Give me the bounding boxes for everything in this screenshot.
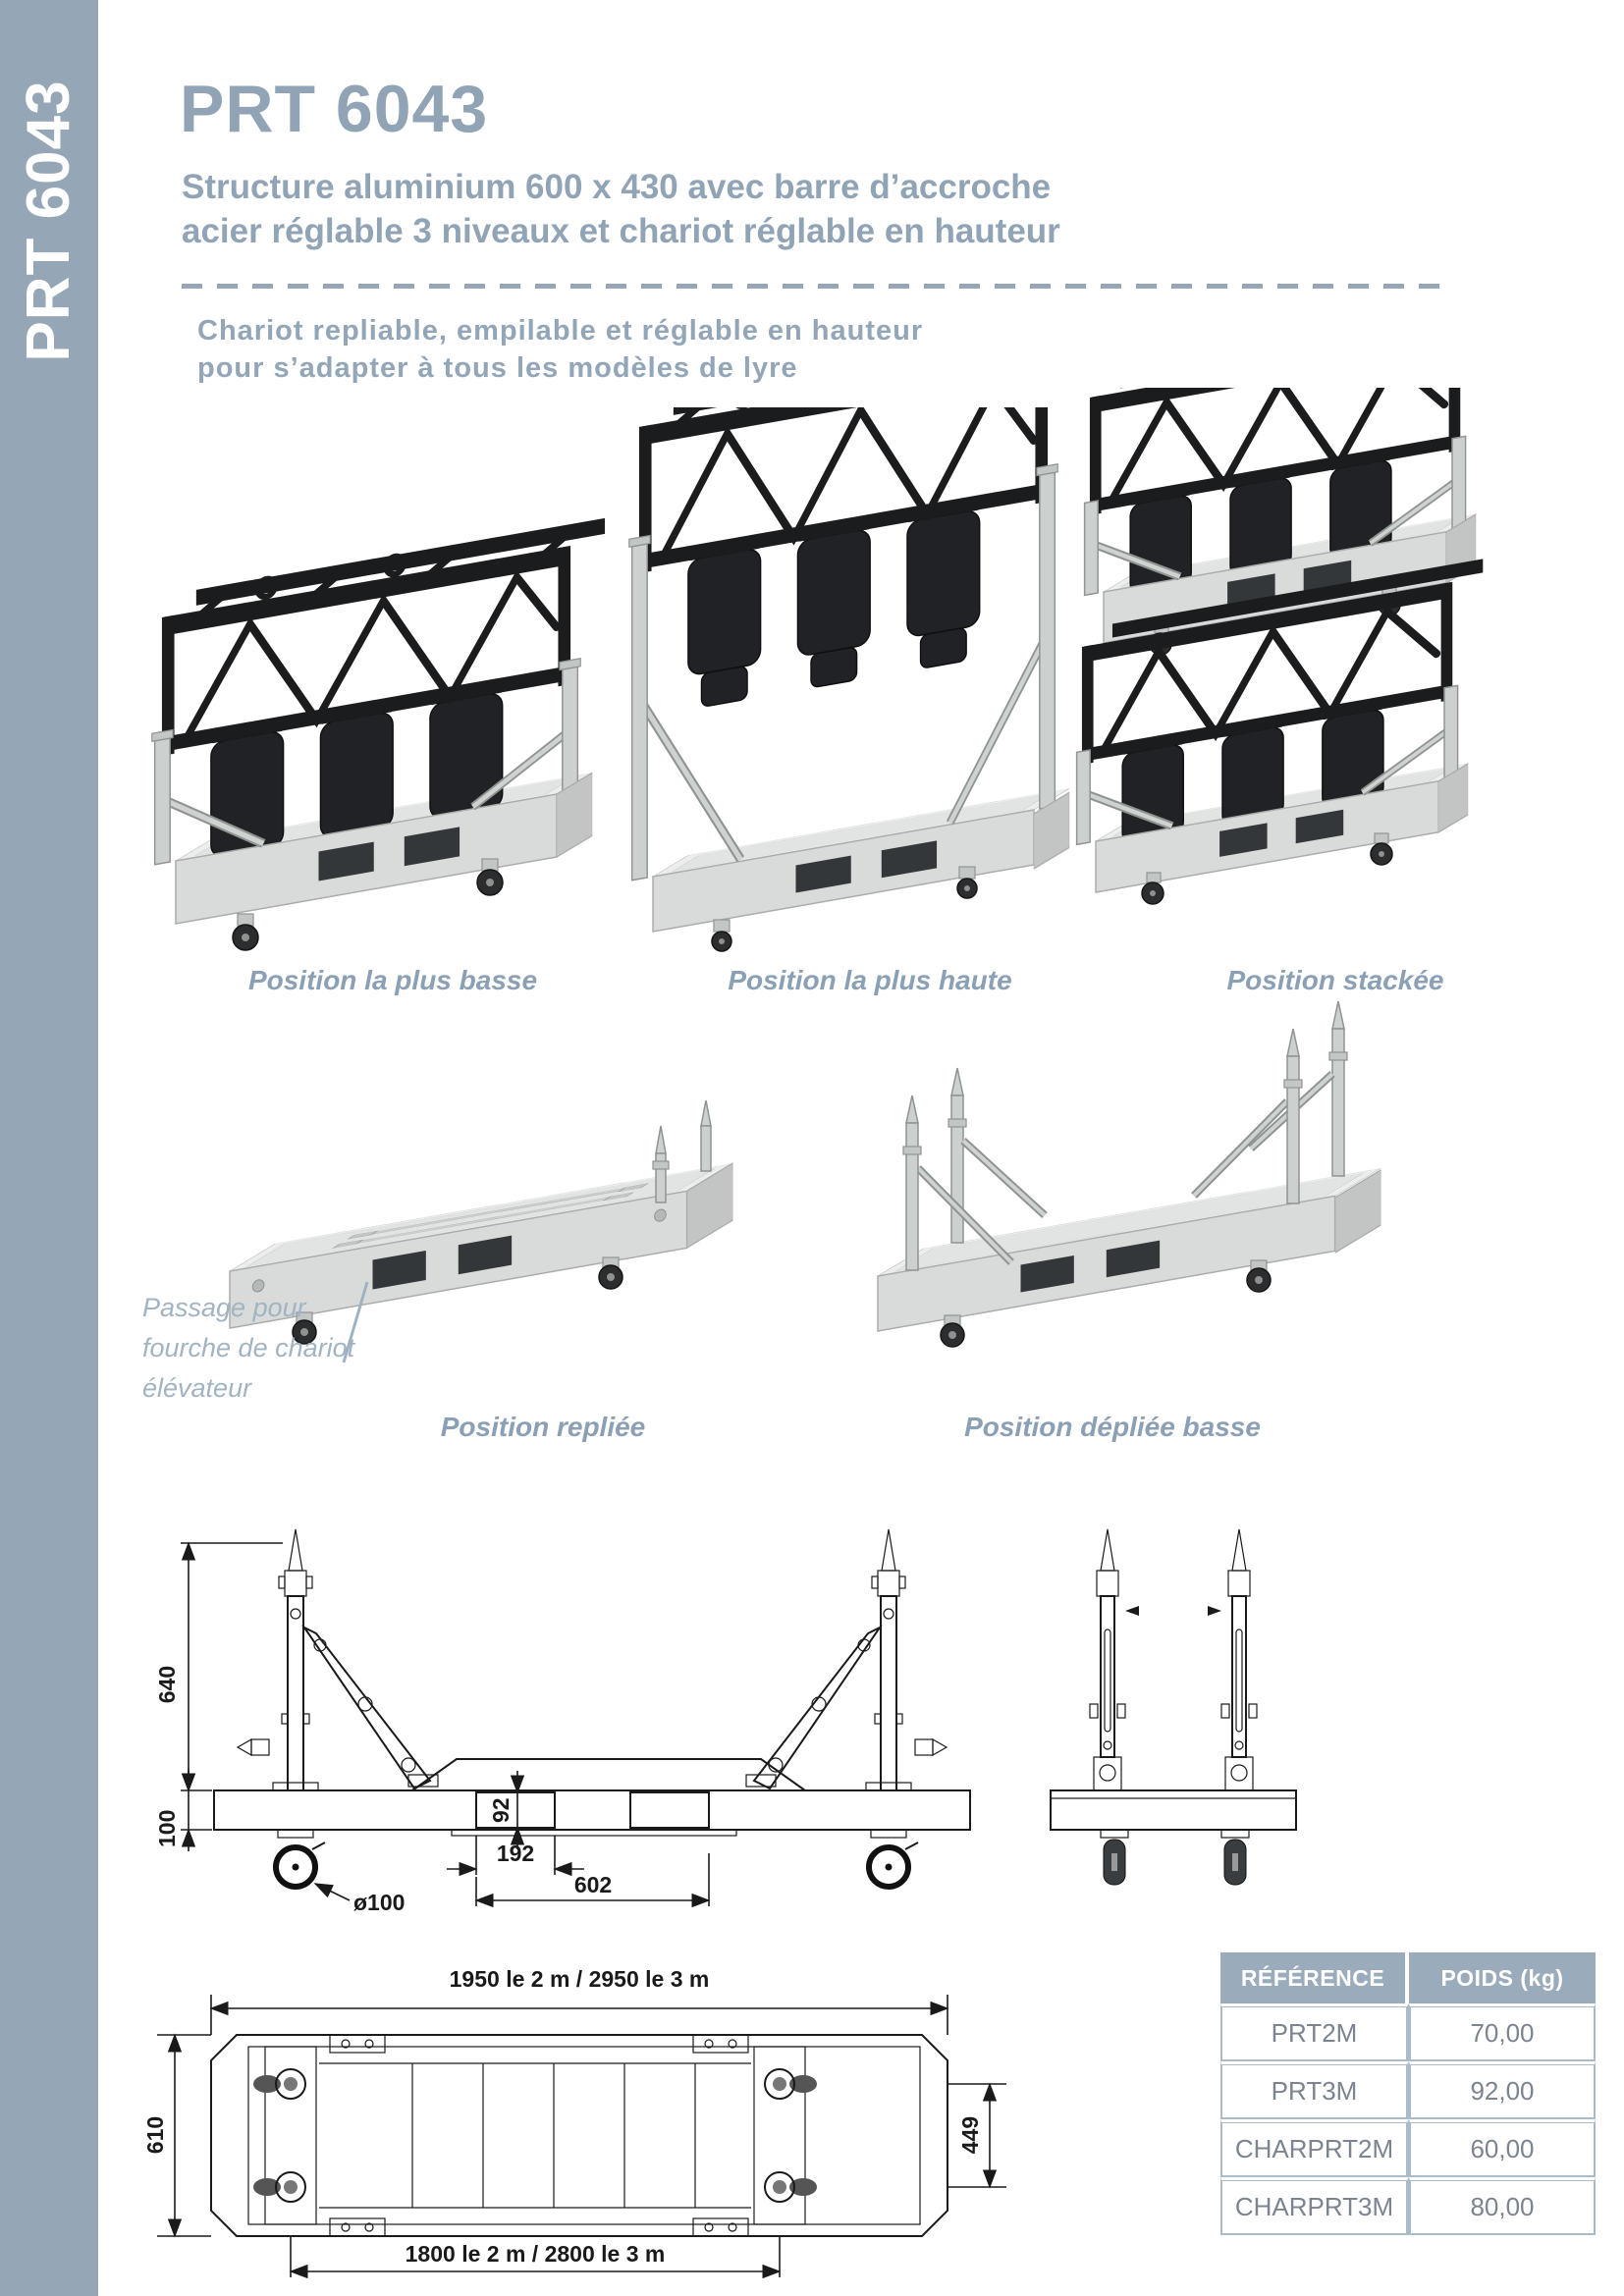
plan-clamps — [329, 2034, 749, 2237]
table-row: CHARPRT3M 80,00 — [1220, 2177, 1596, 2235]
dim-plan-top-label: 1950 le 2 m / 2950 le 3 m — [450, 1966, 710, 1992]
forklift-annotation: Passage pour fourche de chariot élévateu… — [142, 1288, 354, 1409]
annotation-line-3: élévateur — [142, 1373, 252, 1403]
cell-poids: 80,00 — [1409, 2177, 1596, 2235]
product-description: Chariot repliable, empilable et réglable… — [197, 312, 923, 387]
cell-reference: PRT3M — [1220, 2061, 1409, 2119]
page-title: PRT 6043 — [180, 72, 489, 146]
annotation-line-2: fourche de chariot — [142, 1333, 355, 1362]
subtitle-line-2: acier réglable 3 niveaux et chariot régl… — [182, 212, 1060, 250]
table-row: PRT3M 92,00 — [1220, 2061, 1596, 2119]
dim-100-label: 100 — [154, 1810, 180, 1847]
technical-drawing-plan-view: 1950 le 2 m / 2950 le 3 m — [142, 1966, 1006, 2279]
side-view-left-mast — [236, 1528, 439, 1791]
dashed-divider — [182, 284, 1450, 289]
dim-192-label: 192 — [497, 1841, 534, 1866]
annotation-line-1: Passage pour — [142, 1293, 306, 1322]
description-line-1: Chariot repliable, empilable et réglable… — [197, 315, 924, 347]
spec-table: RÉFÉRENCE POIDS (kg) PRT2M 70,00 PRT3M 9… — [1220, 1952, 1596, 2235]
folded-mast-arm — [370, 1188, 625, 1235]
cell-poids: 92,00 — [1409, 2061, 1596, 2119]
description-line-2: pour s’adapter à tous les modèles de lyr… — [197, 352, 798, 384]
cell-poids: 60,00 — [1409, 2119, 1596, 2177]
dim-449-label: 449 — [957, 2116, 983, 2154]
caption-position-stackee: Position stackée — [1226, 965, 1444, 995]
sidebar-band — [0, 0, 98, 2296]
spec-table-header-reference: RÉFÉRENCE — [1220, 1952, 1409, 2003]
dim-602-label: 602 — [574, 1872, 612, 1897]
side-view-casters — [273, 1829, 919, 1890]
end-view — [1050, 1528, 1297, 1886]
dim-wheel-label: ø100 — [353, 1890, 405, 1915]
technical-drawing-side-end-view: 640 100 92 192 602 ø100 — [154, 1528, 1297, 1915]
cell-poids: 70,00 — [1409, 2003, 1596, 2061]
figure-position-haute-illustration — [628, 407, 1082, 952]
dim-640-label: 640 — [154, 1666, 180, 1703]
dim-610-label: 610 — [142, 2116, 168, 2154]
side-view-right-mast — [745, 1528, 948, 1791]
subtitle-line-1: Structure aluminium 600 x 430 avec barre… — [182, 168, 1052, 206]
caption-position-depliee: Position dépliée basse — [964, 1412, 1261, 1442]
figure-position-depliee-illustration — [877, 1000, 1381, 1348]
table-row: CHARPRT2M 60,00 — [1220, 2119, 1596, 2177]
plan-casters — [253, 2068, 817, 2203]
caption-position-basse: Position la plus basse — [247, 965, 538, 995]
cell-reference: PRT2M — [1220, 2003, 1409, 2061]
page-subtitle: Structure aluminium 600 x 430 avec barre… — [182, 165, 1060, 253]
cell-reference: CHARPRT3M — [1220, 2177, 1409, 2235]
folded-mast-arm — [355, 1197, 611, 1244]
dim-92-label: 92 — [488, 1797, 514, 1823]
dim-plan-bottom-label: 1800 le 2 m / 2800 le 3 m — [406, 2241, 666, 2267]
spec-table-header-poids: POIDS (kg) — [1409, 1952, 1596, 2003]
cell-reference: CHARPRT2M — [1220, 2119, 1409, 2177]
annotation-leader-line — [342, 1281, 369, 1363]
figure-position-basse-illustration — [151, 517, 605, 951]
table-row: PRT2M 70,00 — [1220, 2003, 1596, 2061]
sidebar-product-code: PRT 6043 — [15, 80, 82, 362]
caption-position-haute: Position la plus haute — [728, 965, 1012, 995]
near-posts — [902, 1028, 1303, 1271]
caption-position-repliee: Position repliée — [440, 1412, 646, 1442]
figure-position-repliee-illustration — [229, 1099, 733, 1345]
figure-position-stackee-illustration — [1060, 388, 1591, 952]
